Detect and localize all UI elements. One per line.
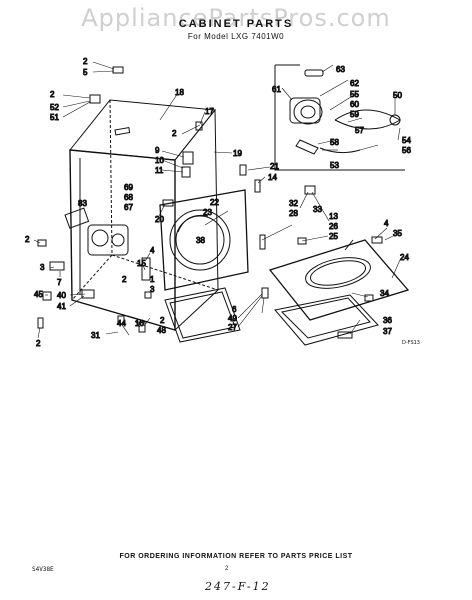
document-code: S4V38E bbox=[32, 566, 54, 573]
callout-22: 22 bbox=[210, 198, 219, 207]
drive-detail-inset bbox=[274, 64, 405, 171]
page-number: 2 bbox=[225, 566, 229, 572]
callout-44: 44 bbox=[117, 319, 126, 328]
leader-lines bbox=[33, 61, 401, 339]
callout-2: 2 bbox=[25, 235, 30, 244]
callout-48: 48 bbox=[157, 326, 166, 335]
callout-57: 57 bbox=[355, 126, 364, 135]
callout-28: 28 bbox=[289, 209, 298, 218]
model-subtitle: For Model LXG 7401W0 bbox=[187, 32, 285, 41]
callout-15: 15 bbox=[137, 259, 146, 268]
callout-17: 17 bbox=[205, 107, 214, 116]
callout-68: 68 bbox=[124, 193, 133, 202]
callout-11: 11 bbox=[155, 166, 164, 175]
callout-21: 21 bbox=[270, 162, 279, 171]
callout-13: 13 bbox=[329, 212, 338, 221]
callout-54: 54 bbox=[402, 136, 411, 145]
callout-26: 26 bbox=[329, 222, 338, 231]
callout-35: 35 bbox=[393, 229, 402, 238]
callout-3: 3 bbox=[150, 285, 155, 294]
top-panel bbox=[268, 239, 410, 346]
callout-83: 83 bbox=[78, 199, 87, 208]
page-title: CABINET PARTS bbox=[178, 18, 294, 30]
callout-2: 2 bbox=[36, 339, 41, 348]
callout-2: 2 bbox=[50, 90, 55, 99]
handwritten-note: 247-F-12 bbox=[205, 580, 271, 593]
hardware-bits bbox=[37, 66, 383, 339]
cabinet-body bbox=[69, 99, 219, 332]
callout-9: 9 bbox=[155, 146, 160, 155]
door-panel bbox=[164, 287, 241, 343]
front-panel bbox=[159, 189, 249, 291]
callout-61: 61 bbox=[272, 85, 281, 94]
callout-numbers: 63 62 61 55 60 59 50 54 56 57 58 53 2 5 … bbox=[25, 57, 412, 349]
callout-60: 60 bbox=[350, 100, 359, 109]
callout-67: 67 bbox=[124, 203, 133, 212]
callout-19: 19 bbox=[233, 149, 242, 158]
callout-3: 3 bbox=[40, 263, 45, 272]
callout-55: 55 bbox=[350, 90, 359, 99]
callout-51: 51 bbox=[50, 113, 59, 122]
callout-18: 18 bbox=[175, 88, 184, 97]
callout-10: 10 bbox=[155, 156, 164, 165]
callout-14: 14 bbox=[268, 173, 277, 182]
callout-5: 5 bbox=[83, 68, 88, 77]
callout-56: 56 bbox=[402, 146, 411, 155]
callout-4: 4 bbox=[384, 219, 389, 228]
callout-53: 53 bbox=[330, 161, 339, 170]
motor-assembly bbox=[64, 207, 129, 256]
callout-2: 2 bbox=[172, 129, 177, 138]
callout-20: 20 bbox=[155, 215, 164, 224]
callout-34: 34 bbox=[380, 289, 389, 298]
callout-36: 36 bbox=[383, 316, 392, 325]
callout-6: 6 bbox=[232, 305, 237, 314]
callout-41: 41 bbox=[57, 302, 66, 311]
callout-16: 16 bbox=[135, 319, 144, 328]
callout-69: 69 bbox=[124, 183, 133, 192]
callout-58: 58 bbox=[330, 138, 339, 147]
callout-32: 32 bbox=[289, 199, 298, 208]
callout-59: 59 bbox=[350, 110, 359, 119]
callout-23: 23 bbox=[203, 208, 212, 217]
callout-37: 37 bbox=[383, 327, 392, 336]
callout-50: 50 bbox=[393, 91, 402, 100]
callout-24: 24 bbox=[400, 253, 409, 262]
watermark: AppliancePartsPros.com bbox=[81, 4, 391, 32]
callout-27: 27 bbox=[228, 323, 237, 332]
callout-63: 63 bbox=[336, 65, 345, 74]
callout-49: 49 bbox=[228, 314, 237, 323]
callout-45: 45 bbox=[34, 290, 43, 299]
callout-25: 25 bbox=[329, 232, 338, 241]
diagram-code: D-FS13 bbox=[402, 340, 420, 346]
callout-40: 40 bbox=[57, 291, 66, 300]
callout-1: 1 bbox=[150, 275, 155, 284]
callout-38: 38 bbox=[196, 236, 205, 245]
callout-31: 31 bbox=[91, 331, 100, 340]
callout-52: 52 bbox=[50, 103, 59, 112]
callout-2: 2 bbox=[160, 316, 165, 325]
callout-62: 62 bbox=[350, 79, 359, 88]
callout-2: 2 bbox=[83, 57, 88, 66]
callout-4: 4 bbox=[150, 246, 155, 255]
callout-2: 2 bbox=[122, 275, 127, 284]
callout-33: 33 bbox=[313, 205, 322, 214]
ordering-note: FOR ORDERING INFORMATION REFER TO PARTS … bbox=[119, 553, 353, 560]
callout-7: 7 bbox=[57, 278, 62, 287]
